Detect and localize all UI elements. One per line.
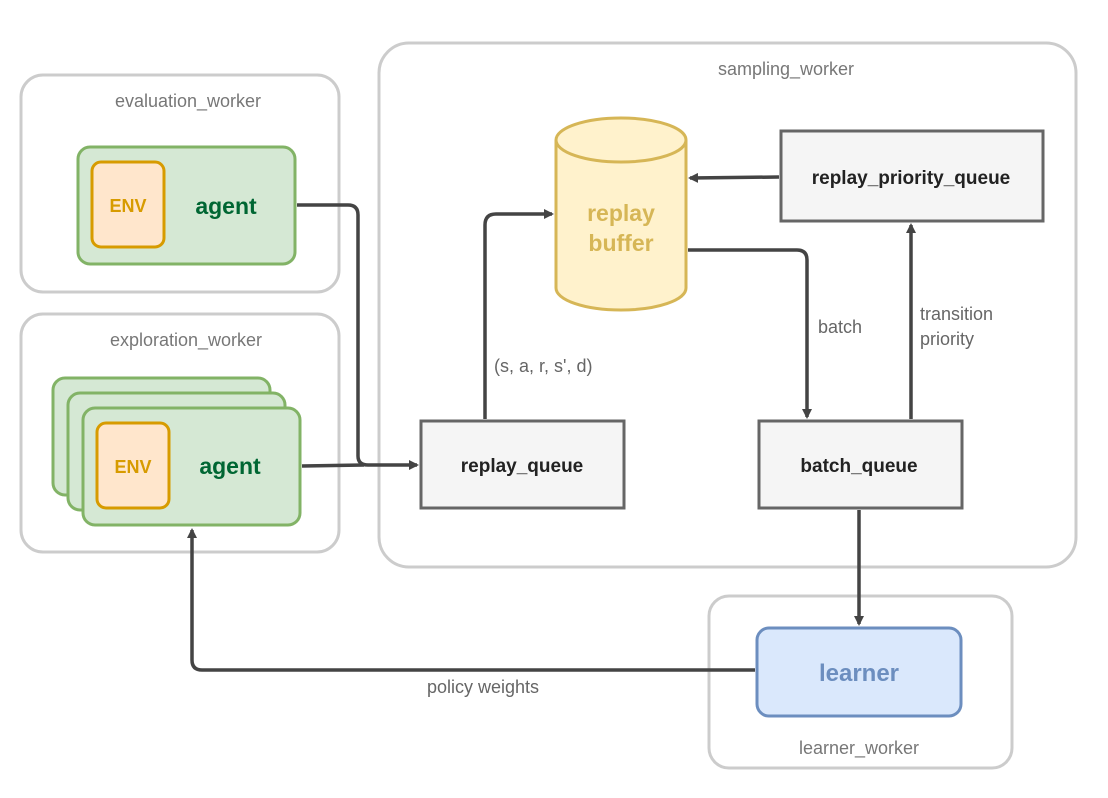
replay-queue-label: replay_queue: [461, 456, 584, 477]
replay-buffer-label-line2: buffer: [588, 230, 653, 256]
batch-label: batch: [818, 317, 862, 337]
transition-priority-label-line1: transition: [920, 304, 993, 324]
edge-learner-to-exploration-agent: [187, 528, 755, 672]
learner-box: [755, 626, 963, 718]
batch-queue-box: [757, 419, 964, 510]
replay-queue-box: [419, 419, 626, 510]
evaluation-worker-label: evaluation_worker: [115, 91, 261, 112]
sampling-worker-label: sampling_worker: [718, 59, 854, 80]
exploration-env-label: ENV: [114, 457, 151, 477]
edge-priority-queue-to-buffer: [688, 172, 780, 183]
policy-weights-label: policy weights: [427, 677, 539, 697]
replay-buffer-label-line1: replay: [587, 200, 655, 226]
evaluation-agent-label: agent: [195, 193, 257, 219]
edge-buffer-to-batch-queue: [688, 248, 812, 419]
learner-label: learner: [819, 660, 899, 687]
evaluation-env-box: [90, 160, 166, 249]
exploration-env-box: [95, 421, 171, 510]
replay-priority-queue-box: [779, 129, 1045, 223]
transition-priority-label-line2: priority: [920, 329, 974, 349]
transition-tuple-label: (s, a, r, s', d): [494, 356, 592, 376]
exploration-agent-label: agent: [199, 453, 261, 479]
replay-priority-queue-label: replay_priority_queue: [812, 168, 1011, 189]
edge-exploration-to-replay-queue: [301, 463, 365, 468]
learner-worker-label: learner_worker: [799, 738, 919, 759]
replay-buffer-top-rim: [554, 139, 688, 164]
evaluation-env-label: ENV: [109, 196, 146, 216]
batch-queue-label: batch_queue: [800, 456, 917, 477]
exploration-worker-label: exploration_worker: [110, 330, 262, 351]
edge-replay-queue-to-buffer: [483, 209, 554, 419]
replay-buffer-cylinder: [554, 116, 688, 312]
